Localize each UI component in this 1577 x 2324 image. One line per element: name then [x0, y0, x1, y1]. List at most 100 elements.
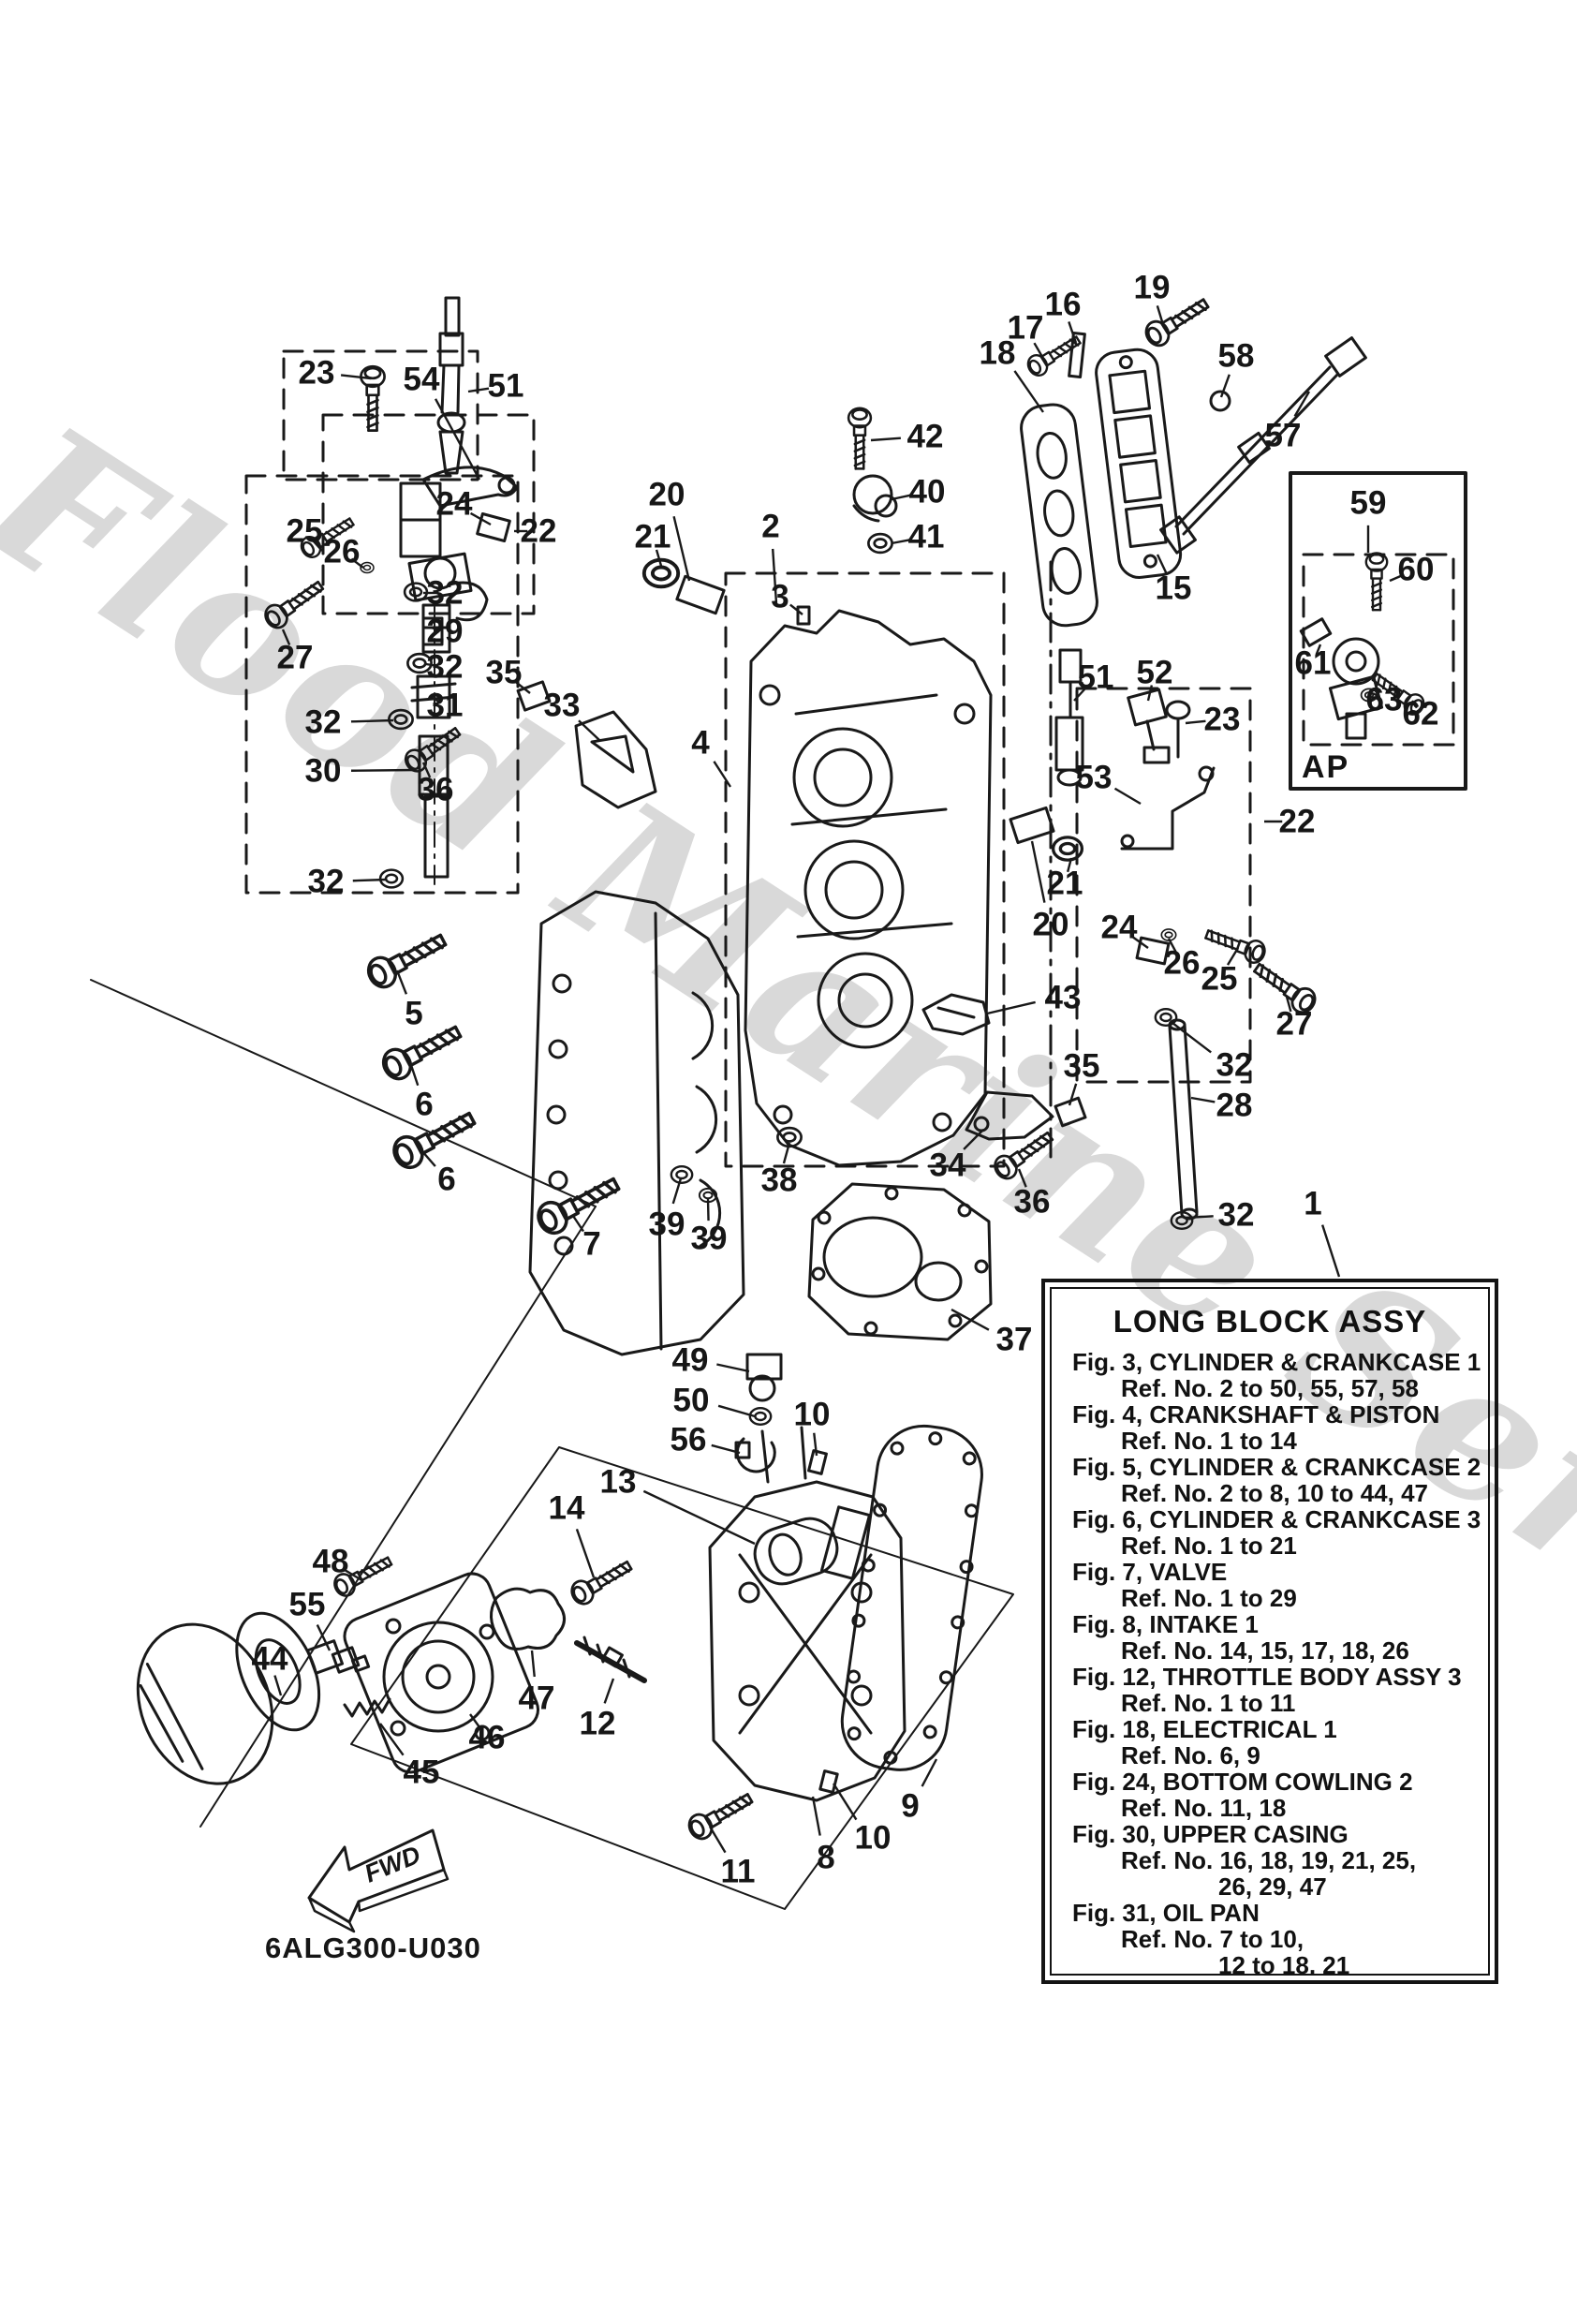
part-callout-5: 5 — [405, 995, 423, 1032]
leader-line-11 — [708, 1826, 727, 1854]
part-callout-47: 47 — [518, 1680, 555, 1717]
leader-line-54 — [434, 398, 481, 481]
part-callout-60: 60 — [1397, 551, 1435, 588]
leader-line-18 — [1013, 370, 1044, 413]
leader-line-39 — [706, 1198, 710, 1221]
part-callout-31: 31 — [426, 687, 464, 724]
legend-entry: Fig. 7, VALVE — [1072, 1558, 1228, 1586]
leader-line-40 — [891, 494, 912, 501]
part-callout-23: 23 — [1203, 701, 1241, 738]
part-callout-18: 18 — [979, 334, 1016, 372]
legend-entry-refs: 12 to 18, 21 — [1218, 1951, 1350, 1976]
legend-entry: Fig. 4, CRANKSHAFT & PISTON — [1072, 1400, 1440, 1428]
leader-line-39 — [671, 1177, 683, 1205]
part-callout-25: 25 — [1201, 960, 1238, 998]
leader-line-55 — [316, 1624, 332, 1651]
legend-entry: Fig. 6, CYLINDER & CRANKCASE 3 — [1072, 1505, 1481, 1533]
leader-line-33 — [578, 719, 600, 741]
leader-line-45 — [379, 1723, 405, 1756]
part-callout-26: 26 — [1163, 944, 1201, 982]
legend-entry-refs: Ref. No. 2 to 50, 55, 57, 58 — [1121, 1374, 1419, 1402]
leader-line-26 — [350, 557, 364, 569]
part-callout-32: 32 — [426, 648, 464, 686]
part-callout-13: 13 — [599, 1463, 637, 1501]
part-callout-32: 32 — [1217, 1196, 1255, 1234]
leader-line-58 — [1219, 374, 1231, 398]
part-callout-32: 32 — [426, 574, 464, 612]
legend-entry-refs: Ref. No. 1 to 21 — [1121, 1532, 1297, 1560]
legend-entry-refs: Ref. No. 2 to 8, 10 to 44, 47 — [1121, 1479, 1428, 1507]
leader-line-26 — [1167, 938, 1177, 953]
leader-line-27 — [1285, 996, 1292, 1013]
leader-line-7 — [572, 1215, 584, 1233]
part-callout-30: 30 — [304, 752, 342, 790]
legend-entry: Fig. 8, INTAKE 1 — [1072, 1610, 1259, 1638]
leader-line-48 — [345, 1569, 364, 1583]
leader-line-47 — [530, 1650, 536, 1678]
part-callout-3: 3 — [771, 578, 789, 615]
part-callout-25: 25 — [286, 512, 323, 550]
part-callout-9: 9 — [901, 1787, 920, 1825]
part-callout-22: 22 — [520, 512, 557, 550]
leader-line-32 — [1185, 1215, 1214, 1220]
part-callout-53: 53 — [1075, 759, 1113, 796]
part-callout-6: 6 — [437, 1161, 456, 1198]
part-callout-40: 40 — [908, 473, 946, 511]
legend-entry-refs: Ref. No. 1 to 14 — [1121, 1427, 1297, 1455]
leader-line-35 — [1068, 1083, 1078, 1106]
part-callout-24: 24 — [1100, 909, 1138, 946]
leader-line-32 — [1172, 1022, 1212, 1054]
leader-line-9 — [921, 1758, 938, 1787]
part-callout-58: 58 — [1217, 337, 1255, 375]
part-callout-62: 62 — [1402, 695, 1439, 733]
part-callout-10: 10 — [854, 1819, 892, 1857]
part-callout-59: 59 — [1349, 484, 1387, 522]
legend-entry: Fig. 5, CYLINDER & CRANKCASE 2 — [1072, 1453, 1481, 1481]
leader-line-56 — [711, 1443, 741, 1455]
part-callout-37: 37 — [995, 1321, 1033, 1358]
part-callout-48: 48 — [312, 1543, 349, 1580]
leader-line-16 — [1068, 321, 1078, 344]
part-callout-39: 39 — [690, 1220, 728, 1257]
part-callout-10: 10 — [793, 1396, 831, 1433]
leader-line-61 — [1315, 644, 1322, 656]
leader-line-25 — [1226, 947, 1240, 966]
leader-line-44 — [273, 1675, 283, 1696]
part-callout-44: 44 — [251, 1640, 288, 1678]
part-callout-32: 32 — [307, 863, 345, 900]
leader-line-42 — [870, 437, 901, 442]
part-callout-51: 51 — [1077, 659, 1114, 696]
part-callout-35: 35 — [485, 654, 523, 691]
leader-line-50 — [717, 1404, 756, 1418]
leader-line-38 — [782, 1142, 791, 1164]
part-callout-4: 4 — [691, 724, 710, 762]
leader-line-10 — [832, 1783, 858, 1821]
part-callout-54: 54 — [403, 361, 440, 398]
drawing-code: 6ALG300-U030 — [265, 1932, 481, 1964]
legend-entry-refs: 26, 29, 47 — [1218, 1873, 1327, 1901]
leader-line-8 — [811, 1796, 821, 1836]
leader-line-28 — [1190, 1096, 1216, 1103]
part-callout-20: 20 — [648, 476, 685, 513]
part-callout-16: 16 — [1044, 286, 1082, 323]
leader-line-12 — [603, 1678, 615, 1704]
leader-line-10 — [813, 1432, 818, 1457]
part-callout-39: 39 — [648, 1206, 685, 1243]
leader-line-51 — [467, 387, 490, 393]
legend-entry-refs: Ref. No. 16, 18, 19, 21, 25, — [1121, 1846, 1417, 1874]
part-callout-56: 56 — [670, 1421, 707, 1458]
leader-line-5 — [395, 970, 408, 995]
part-callout-49: 49 — [671, 1341, 709, 1379]
leader-line-51 — [1073, 687, 1087, 702]
part-callout-2: 2 — [761, 508, 780, 545]
part-callout-57: 57 — [1264, 417, 1302, 454]
ap-variant-label: AP — [1302, 749, 1350, 785]
leader-line-57 — [1293, 391, 1311, 417]
leader-line-32 — [352, 878, 387, 882]
part-callout-1: 1 — [1304, 1185, 1322, 1222]
leader-line-19 — [1156, 305, 1166, 329]
leader-line-21 — [655, 549, 663, 567]
legend-entry-refs: Ref. No. 1 to 29 — [1121, 1584, 1297, 1612]
